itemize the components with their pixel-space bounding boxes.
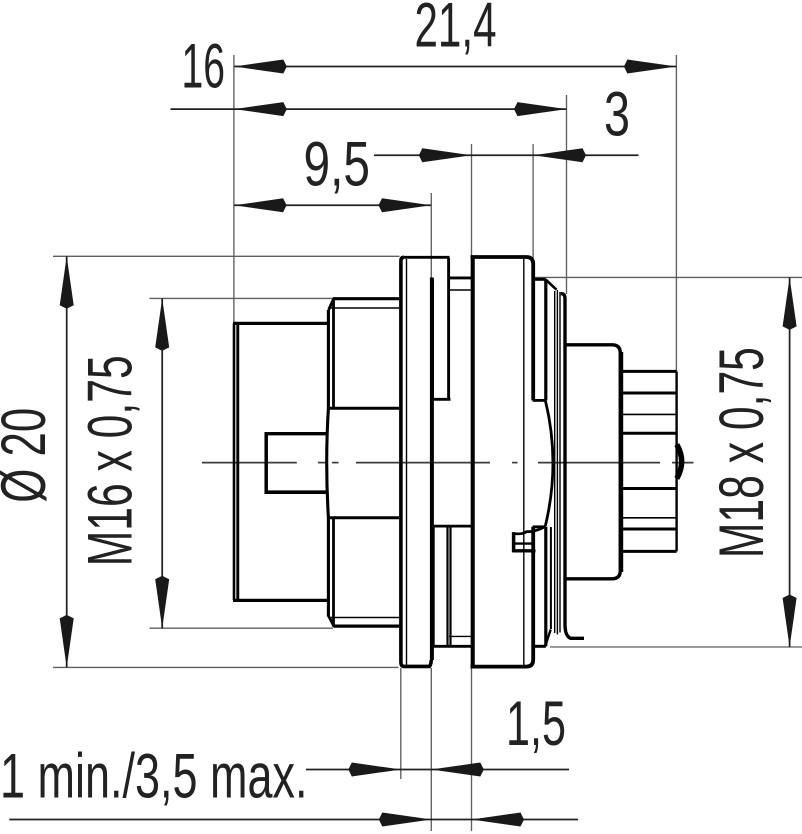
svg-text:1 min./3,5 max.: 1 min./3,5 max. <box>0 742 308 812</box>
svg-text:21,4: 21,4 <box>415 0 497 61</box>
svg-text:3: 3 <box>604 80 630 150</box>
svg-text:1,5: 1,5 <box>506 689 566 759</box>
svg-text:M16 x 0,75: M16 x 0,75 <box>76 355 146 566</box>
svg-text:9,5: 9,5 <box>304 130 371 200</box>
svg-text:Ø 20: Ø 20 <box>0 408 59 503</box>
svg-text:M18 x 0,75: M18 x 0,75 <box>707 347 777 558</box>
svg-text:16: 16 <box>182 32 226 102</box>
